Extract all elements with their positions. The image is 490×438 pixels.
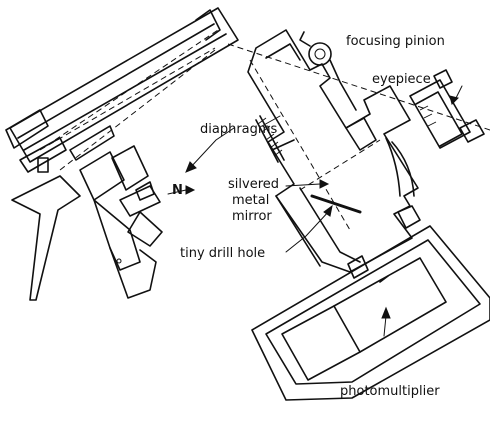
telescope-mount — [11, 145, 196, 301]
photomultiplier-housing — [251, 225, 490, 401]
leader-lines — [185, 115, 333, 253]
label-silvered: silvered — [228, 177, 279, 192]
label-tiny-drill-hole: tiny drill hole — [180, 246, 266, 261]
label-diaphragms: diaphragms — [200, 122, 278, 137]
label-mirror: mirror — [232, 209, 272, 224]
photometer-head — [227, 29, 490, 279]
label-north: N — [172, 183, 183, 198]
telescope-tube — [5, 7, 239, 173]
label-focusing-pinion: focusing pinion — [346, 34, 445, 49]
label-metal: metal — [232, 193, 270, 208]
eyepiece-assembly — [409, 69, 485, 149]
label-eyepiece: eyepiece — [372, 72, 431, 87]
label-photomultiplier: photomultiplier — [340, 384, 440, 399]
